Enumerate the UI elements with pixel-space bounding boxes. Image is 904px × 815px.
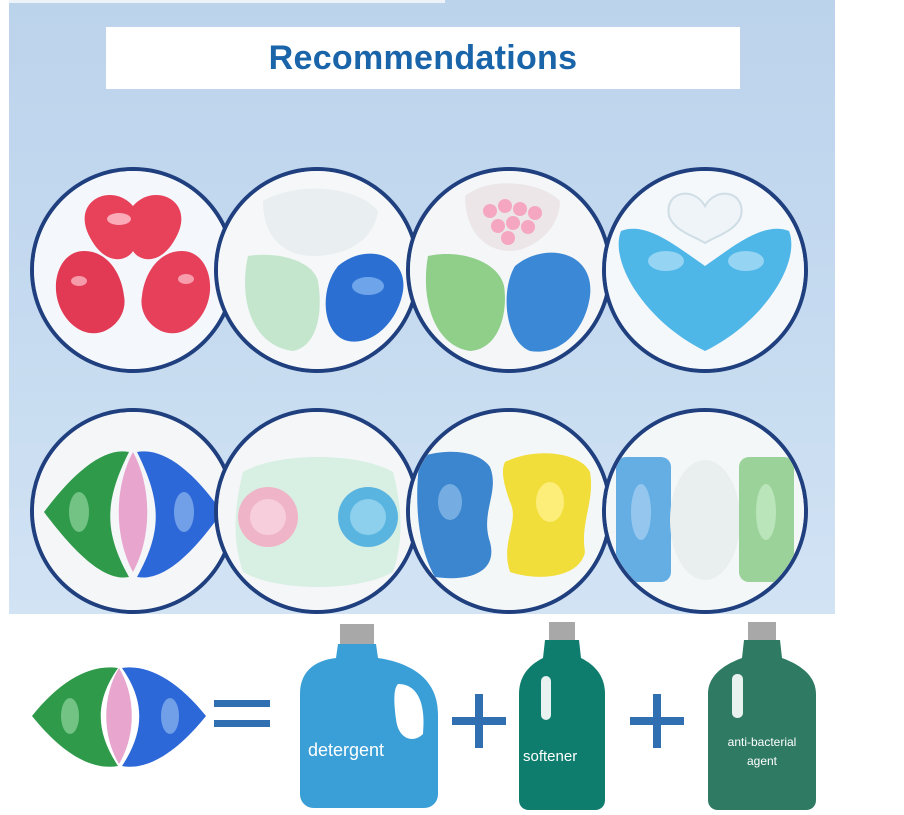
title-banner: Recommendations bbox=[106, 27, 740, 89]
softener-label: softener bbox=[523, 748, 577, 765]
page-title: Recommendations bbox=[268, 38, 578, 77]
antibacterial-bottle: anti-bacterial agent bbox=[708, 622, 816, 810]
pod-image-green-blue-powder bbox=[214, 167, 420, 373]
pod-image-pink-blue-round bbox=[214, 408, 420, 614]
plus-sign-2 bbox=[630, 694, 684, 748]
detergent-bottle: detergent bbox=[298, 624, 440, 808]
softener-bottle: softener bbox=[519, 622, 605, 810]
plus-sign-1 bbox=[452, 694, 506, 748]
antibacterial-label-line2: agent bbox=[747, 754, 778, 768]
pod-image-blue-yellow bbox=[406, 408, 612, 614]
pod-image-blue-white-green bbox=[602, 408, 808, 614]
pod-image-green-pink-blue bbox=[30, 408, 236, 614]
pod-image-beads-green-blue bbox=[406, 167, 612, 373]
detergent-label: detergent bbox=[308, 740, 384, 760]
equation-area: detergent softener anti-bacterial agent bbox=[0, 614, 904, 812]
equals-sign bbox=[214, 694, 270, 734]
pod-image-heart-trio-red bbox=[30, 167, 236, 373]
pod-icon-green-pink-blue bbox=[30, 656, 208, 776]
pod-image-blue-heart-v bbox=[602, 167, 808, 373]
antibacterial-label-line1: anti-bacterial bbox=[728, 735, 797, 749]
top-divider bbox=[9, 0, 445, 3]
